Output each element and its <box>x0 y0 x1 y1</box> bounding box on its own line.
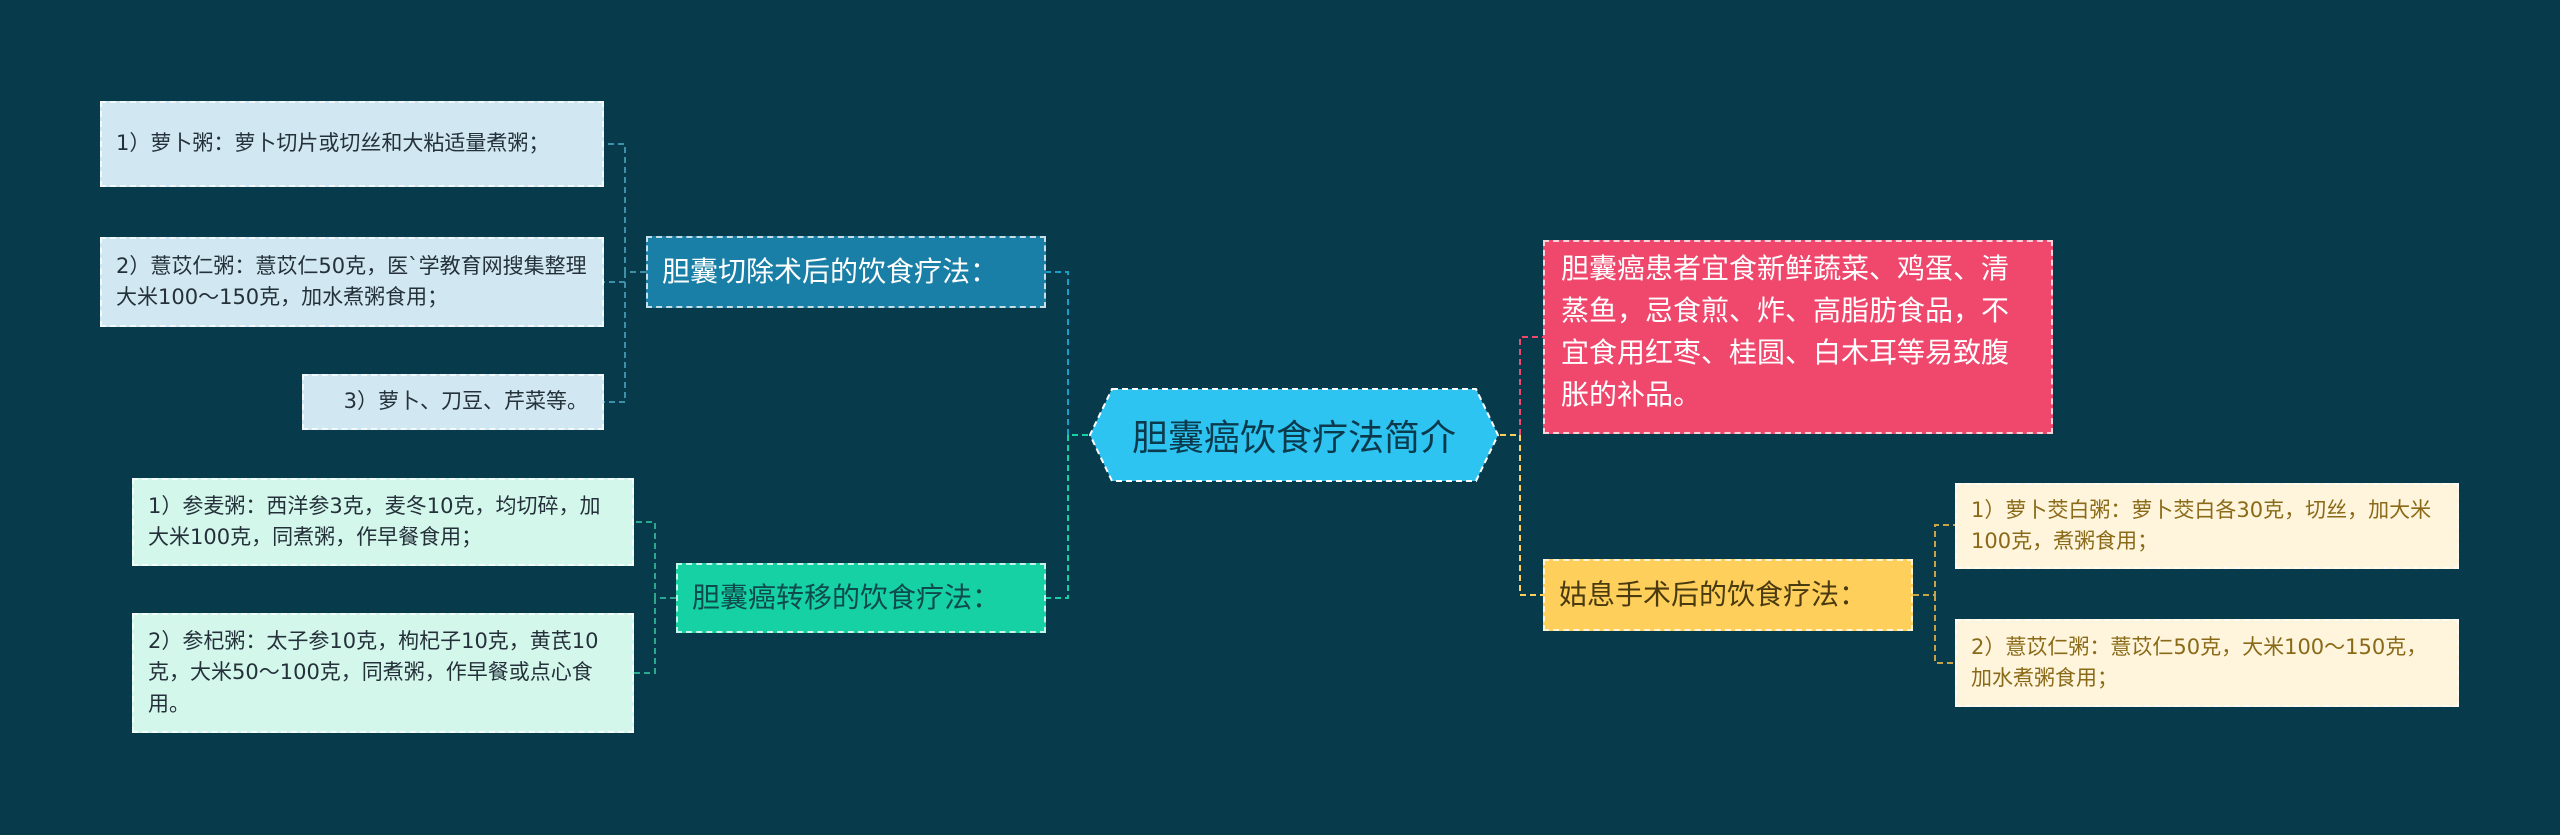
metastasis-leaf-1-text: 1）参麦粥：西洋参3克，麦冬10克，均切碎，加大米100克，同煮粥，作早餐食用； <box>148 493 601 550</box>
branch-metastasis-label: 胆囊癌转移的饮食疗法： <box>692 581 1001 614</box>
palliative-leaf-1-text: 1）萝卜茭白粥：萝卜茭白各30克，切丝，加大米100克，煮粥食用； <box>1971 497 2432 554</box>
branch-palliative[interactable]: 姑息手术后的饮食疗法： <box>1543 559 1913 631</box>
link-root-surgery <box>1046 271 1088 436</box>
branch-palliative-label: 姑息手术后的饮食疗法： <box>1559 578 1868 611</box>
link-metastasis-leaves <box>634 521 676 674</box>
metastasis-leaf-2-text: 2）参杞粥：太子参10克，枸杞子10克，黄芪10克，大米50～100克，同煮粥，… <box>148 628 599 716</box>
branch-metastasis[interactable]: 胆囊癌转移的饮食疗法： <box>676 563 1046 633</box>
surgery-leaf-3-text: 3）萝卜、刀豆、芹菜等。 <box>343 389 588 414</box>
link-palliative-leaves <box>1913 524 1955 664</box>
branch-general-advice-text: 胆囊癌患者宜食新鲜蔬菜、鸡蛋、清蒸鱼，忌食煎、炸、高脂肪食品，不宜食用红枣、桂圆… <box>1561 252 2010 411</box>
branch-surgery[interactable]: 胆囊切除术后的饮食疗法： <box>646 236 1046 308</box>
branch-general-advice[interactable]: 胆囊癌患者宜食新鲜蔬菜、鸡蛋、清蒸鱼，忌食煎、炸、高脂肪食品，不宜食用红枣、桂圆… <box>1543 240 2053 434</box>
branch-surgery-label: 胆囊切除术后的饮食疗法： <box>662 255 999 288</box>
link-root-palliative <box>1500 434 1543 596</box>
root-label: 胆囊癌饮食疗法简介 <box>1131 418 1456 459</box>
metastasis-leaf-1[interactable]: 1）参麦粥：西洋参3克，麦冬10克，均切碎，加大米100克，同煮粥，作早餐食用； <box>132 478 634 566</box>
surgery-leaf-2-text: 2）薏苡仁粥：薏苡仁50克，医`学教育网搜集整理大米100～150克，加水煮粥食… <box>116 253 587 310</box>
root-node[interactable]: 胆囊癌饮食疗法简介 <box>1088 385 1500 485</box>
root-hexagon <box>1088 388 1500 482</box>
link-root-metastasis <box>1046 434 1088 599</box>
surgery-leaf-3[interactable]: 3）萝卜、刀豆、芹菜等。 <box>302 374 604 430</box>
surgery-leaf-1-text: 1）萝卜粥：萝卜切片或切丝和大粘适量煮粥； <box>116 131 550 156</box>
link-root-general <box>1500 336 1543 436</box>
surgery-leaf-1[interactable]: 1）萝卜粥：萝卜切片或切丝和大粘适量煮粥； <box>100 101 604 187</box>
palliative-leaf-2[interactable]: 2）薏苡仁粥：薏苡仁50克，大米100～150克，加水煮粥食用； <box>1955 619 2459 707</box>
metastasis-leaf-2[interactable]: 2）参杞粥：太子参10克，枸杞子10克，黄芪10克，大米50～100克，同煮粥，… <box>132 613 634 733</box>
link-surgery-leaves <box>604 143 646 403</box>
palliative-leaf-1[interactable]: 1）萝卜茭白粥：萝卜茭白各30克，切丝，加大米100克，煮粥食用； <box>1955 483 2459 569</box>
surgery-leaf-2[interactable]: 2）薏苡仁粥：薏苡仁50克，医`学教育网搜集整理大米100～150克，加水煮粥食… <box>100 237 604 327</box>
palliative-leaf-2-text: 2）薏苡仁粥：薏苡仁50克，大米100～150克，加水煮粥食用； <box>1971 634 2428 691</box>
